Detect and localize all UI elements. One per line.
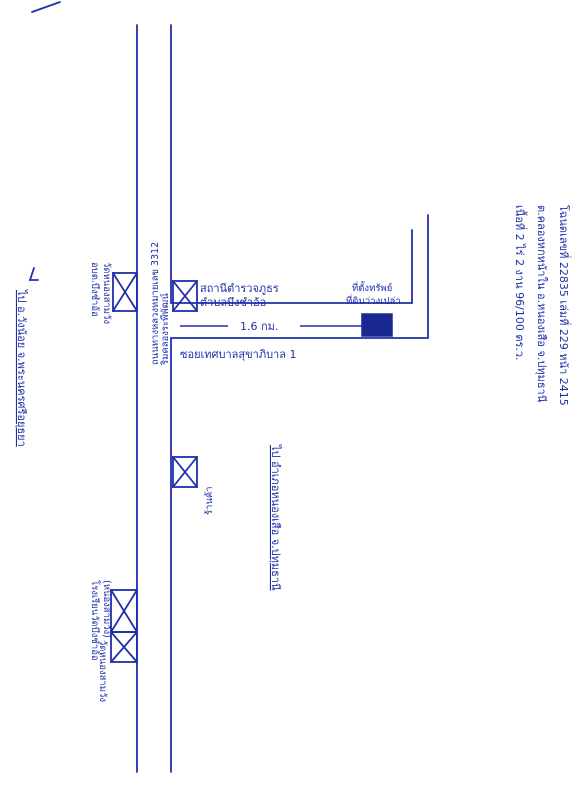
landmark-left-1-label: อบต.บึงชำอ้อ	[89, 262, 100, 317]
police-station-label: สถานีตำรวจภูธร	[200, 282, 279, 295]
landmark-box-right-top	[172, 280, 198, 312]
distance-label: 1.6 กม.	[240, 320, 278, 333]
police-station-label-2: ตำบลบึงชำอ้อ	[200, 296, 266, 309]
landmark-left-2-label: โรงเรียนวัดบึงชำอ้อ	[89, 580, 101, 661]
landmark-right-label: ร้านค้า	[204, 486, 215, 515]
deed-line-2: ต.คลองหกหน้าใน อ.หนองเสือ จ.ปทุมธานี	[535, 205, 548, 403]
highway-label: ถนนทางหลวงหมายเลข 3312	[150, 242, 161, 365]
property-label-2: ที่ดินว่างเปล่า	[346, 294, 401, 307]
landmark-box-left-bottom-1	[110, 589, 138, 633]
deed-line-1: โฉนดเลขที่ 22835 เล่มที่ 229 หน้า 2415	[557, 205, 572, 406]
property-marker	[361, 313, 393, 337]
corner-scribble	[31, 1, 61, 13]
landmark-left-3-label: (หนองสามวัง)	[101, 580, 112, 638]
soi-label: ซอยเทศบาลสุขาภิบาล 1	[180, 348, 296, 361]
landmark-box-left-top	[112, 272, 138, 312]
landmark-left-4-label: วัดหนองสามวัง	[97, 640, 108, 702]
deed-info-block: โฉนดเลขที่ 22835 เล่มที่ 229 หน้า 2415 ต…	[513, 205, 572, 406]
property-label: ที่ตั้งทรัพย์	[352, 281, 392, 294]
right-town-label: ไป อำเภอหนองเสือ จ.ปทุมธานี	[269, 444, 282, 591]
landmark-box-right-mid	[172, 456, 198, 488]
landmark-left-1b-label: วัดหนองสามวัง	[101, 262, 112, 324]
deed-line-3: เนื้อที่ 2 ไร่ 2 งาน 96/100 ตร.ว.	[513, 205, 528, 361]
left-town-label: ไป อ.วังน้อย จ.พระนครศรีอยุธยา	[15, 289, 28, 447]
left-direction-arrow	[28, 267, 39, 281]
canal-side-label: ริมคลองระพีพัฒน์	[159, 293, 171, 366]
landmark-box-left-bottom-2	[110, 631, 138, 663]
